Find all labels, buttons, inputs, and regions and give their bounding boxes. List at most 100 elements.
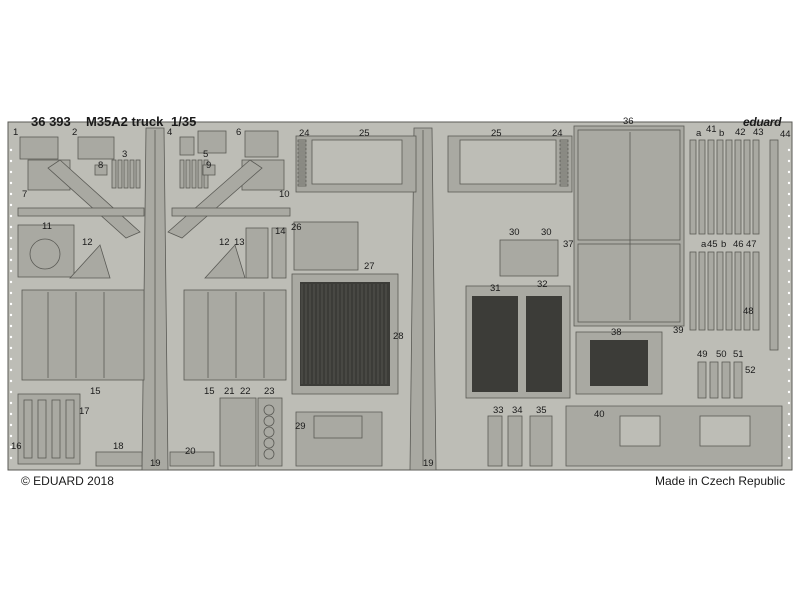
- part-number: 37: [563, 239, 574, 250]
- copyright-text: © EDUARD 2018: [21, 474, 114, 488]
- fret-hole: [787, 181, 791, 185]
- fret-hole: [787, 280, 791, 284]
- part-number: 15: [90, 386, 101, 397]
- part-11-disc: [29, 238, 61, 270]
- part-number: 47: [746, 239, 757, 250]
- part-41-strip: [752, 139, 760, 235]
- part-36-top: [577, 129, 681, 241]
- part-32-mesh: [526, 296, 562, 392]
- fret-hole: [787, 170, 791, 174]
- fret-hole: [787, 291, 791, 295]
- part-23-disc: [263, 448, 275, 460]
- part-41-strip: [698, 139, 706, 235]
- part-number: 5: [203, 149, 209, 160]
- part-number: 29: [295, 421, 306, 432]
- fret-hole: [787, 247, 791, 251]
- part-41-strip: [743, 139, 751, 235]
- fret-hole: [9, 401, 13, 405]
- part-number: 12: [82, 237, 93, 248]
- part-number: 10: [279, 189, 290, 200]
- fret-hole: [787, 456, 791, 460]
- part-24-tick: [559, 163, 569, 167]
- fret-hole: [9, 247, 13, 251]
- fret-hole: [787, 302, 791, 306]
- part-18: [95, 451, 143, 467]
- part-16-strip: [37, 399, 47, 459]
- part-24-tick: [297, 159, 307, 163]
- side-bar: [17, 207, 145, 217]
- part-45-strip: [689, 251, 697, 331]
- fret-hole: [9, 159, 13, 163]
- part-number: 22: [240, 386, 251, 397]
- fret-hole: [9, 379, 13, 383]
- part-28-mesh: [300, 282, 390, 386]
- part-45-strip: [698, 251, 706, 331]
- part-14: [271, 227, 287, 279]
- part-number: a: [696, 128, 702, 139]
- fret-hole: [787, 148, 791, 152]
- fret-hole: [9, 258, 13, 262]
- part-number: 41: [706, 124, 717, 135]
- part-24-tick: [559, 159, 569, 163]
- part-number: 33: [493, 405, 504, 416]
- fret-hole: [9, 434, 13, 438]
- fret-hole: [787, 159, 791, 163]
- part-2: [77, 136, 115, 160]
- part-16-strip: [23, 399, 33, 459]
- part-number: 11: [42, 221, 52, 232]
- fret-hole: [787, 324, 791, 328]
- part-3: [117, 159, 123, 189]
- part-24-tick: [297, 139, 307, 143]
- fret-hole: [787, 236, 791, 240]
- part-number: 51: [733, 349, 744, 360]
- fret-hole: [9, 181, 13, 185]
- part-25-window: [311, 139, 403, 185]
- part-3: [129, 159, 135, 189]
- part-number: 44: [780, 129, 791, 140]
- fret-hole: [787, 258, 791, 262]
- part-9: [191, 159, 197, 189]
- part-16-strip: [65, 399, 75, 459]
- part-number: 1: [13, 127, 19, 138]
- part-5: [197, 130, 227, 154]
- part-24-tick: [559, 151, 569, 155]
- part-21: [219, 397, 257, 467]
- fret-hole: [787, 269, 791, 273]
- fret-hole: [9, 357, 13, 361]
- part-3: [111, 159, 117, 189]
- part-24-tick: [297, 167, 307, 171]
- fret-hole: [787, 313, 791, 317]
- part-number: 13: [234, 237, 245, 248]
- part-8: [94, 164, 108, 176]
- part-number: 28: [393, 331, 404, 342]
- part-45-strip: [752, 251, 760, 331]
- fret-hole: [787, 434, 791, 438]
- part-23-disc: [263, 437, 275, 449]
- part-number: 23: [264, 386, 275, 397]
- fret-hole: [9, 324, 13, 328]
- part-16-strip: [51, 399, 61, 459]
- fret-hole: [9, 291, 13, 295]
- part-number: 2: [72, 127, 78, 138]
- part-number: 27: [364, 261, 375, 272]
- part-12b: [204, 244, 246, 279]
- part-number: 14: [275, 226, 286, 237]
- part-31-mesh: [472, 296, 518, 392]
- part-number: 35: [536, 405, 547, 416]
- part-number: 24: [299, 128, 310, 139]
- part-number: 42: [735, 127, 746, 138]
- fret-hole: [9, 346, 13, 350]
- part-12: [69, 244, 111, 279]
- fret-hole: [9, 456, 13, 460]
- part-24-tick: [559, 171, 569, 175]
- part-number: 6: [236, 127, 242, 138]
- part-number: 49: [697, 349, 708, 360]
- part-24-tick: [297, 151, 307, 155]
- part-34: [507, 415, 523, 467]
- part-number: 4: [167, 127, 173, 138]
- part-45-strip: [725, 251, 733, 331]
- part-36-bottom: [577, 243, 681, 323]
- fret-hole: [787, 346, 791, 350]
